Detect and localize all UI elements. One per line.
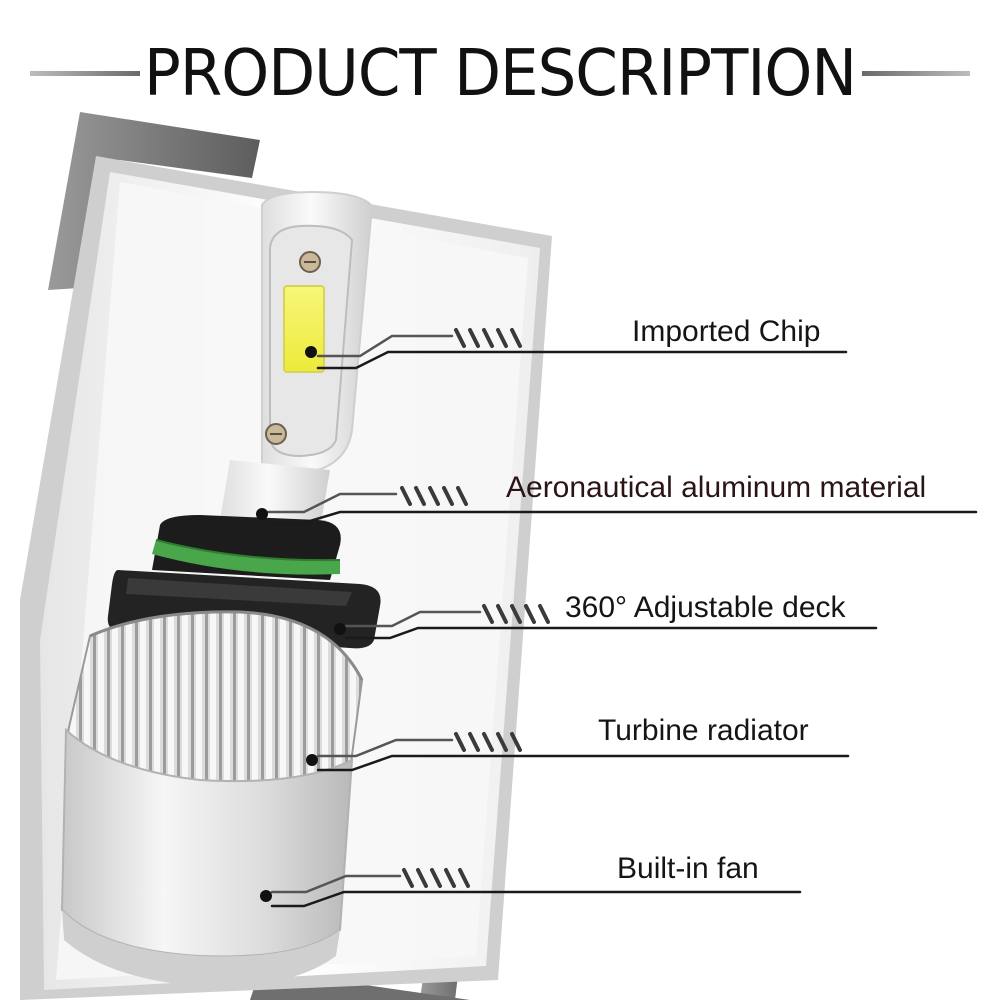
- heading: PRODUCT DESCRIPTION: [0, 32, 1000, 116]
- feature-label-built-in-fan: Built-in fan: [617, 852, 759, 885]
- feature-label-aluminum-material: Aeronautical aluminum material: [506, 471, 927, 504]
- page-title: PRODUCT DESCRIPTION: [140, 32, 860, 116]
- heading-rule-right: [862, 71, 970, 76]
- feature-label-imported-chip: Imported Chip: [632, 315, 821, 348]
- heading-rule-left: [30, 71, 140, 76]
- callout-lines: [266, 334, 978, 908]
- callout-hatches: [400, 328, 550, 888]
- feature-label-turbine-radiator: Turbine radiator: [598, 714, 809, 747]
- feature-label-adjustable-deck: 360° Adjustable deck: [565, 591, 846, 624]
